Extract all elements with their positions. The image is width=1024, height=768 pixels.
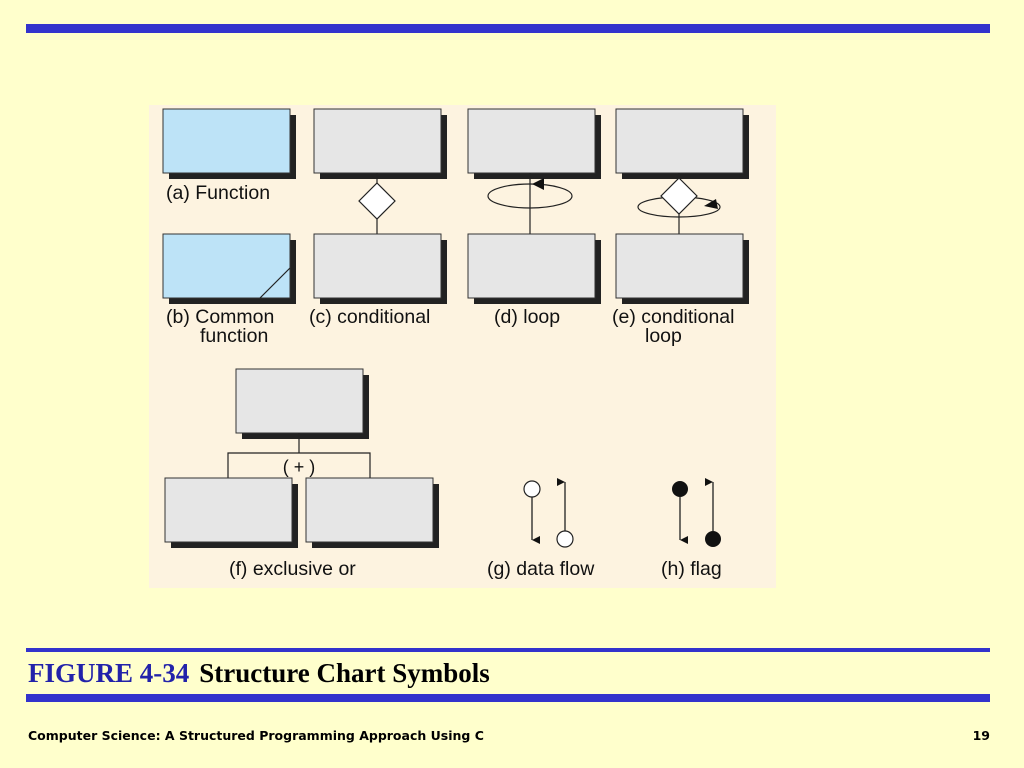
loop-label: (d) loop <box>494 306 560 328</box>
data-flow-label: (g) data flow <box>487 558 595 580</box>
data-couple-open-circle-icon <box>523 480 541 498</box>
exclusive-or-label: (f) exclusive or <box>229 558 356 580</box>
conditional-symbol <box>313 108 447 304</box>
structure-chart-diagram: (a) Function (b) Common function (c) con… <box>149 105 776 588</box>
figure-number: FIGURE 4-34 <box>28 658 190 688</box>
loop-arrowhead-icon <box>532 178 544 190</box>
conditional-label: (c) conditional <box>309 306 430 328</box>
flag-filled-circle-icon <box>672 481 688 497</box>
figure-title: Structure Chart Symbols <box>199 658 490 688</box>
flag-symbol <box>672 478 721 547</box>
flag-filled-circle-icon <box>705 531 721 547</box>
decision-diamond-icon <box>358 182 396 220</box>
common-function-label-line1: (b) Common <box>166 306 274 328</box>
exclusive-or-symbol <box>164 368 439 548</box>
exclusive-or-marker: ( + ) <box>283 457 316 477</box>
top-rule <box>26 24 990 33</box>
conditional-loop-symbol <box>615 108 749 304</box>
footer-book-title: Computer Science: A Structured Programmi… <box>28 728 484 743</box>
loop-symbol <box>467 108 601 304</box>
function-label: (a) Function <box>166 182 270 204</box>
flag-label: (h) flag <box>661 558 722 580</box>
data-flow-symbol <box>523 478 574 548</box>
decision-diamond-icon <box>660 177 698 215</box>
conditional-loop-label-line1: (e) conditional <box>612 306 734 328</box>
caption-bottom-rule <box>26 694 990 702</box>
figure-caption: FIGURE 4-34 Structure Chart Symbols <box>28 654 490 692</box>
common-function-symbol <box>162 233 296 304</box>
conditional-loop-label-line2: loop <box>645 325 682 347</box>
data-couple-open-circle-icon <box>556 530 574 548</box>
common-function-label-line2: function <box>200 325 268 347</box>
loop-ellipse-icon <box>487 183 573 209</box>
caption-top-rule <box>26 648 990 652</box>
function-symbol <box>162 108 296 179</box>
page-number: 19 <box>972 728 990 743</box>
loop-arrowhead-icon <box>704 199 718 209</box>
